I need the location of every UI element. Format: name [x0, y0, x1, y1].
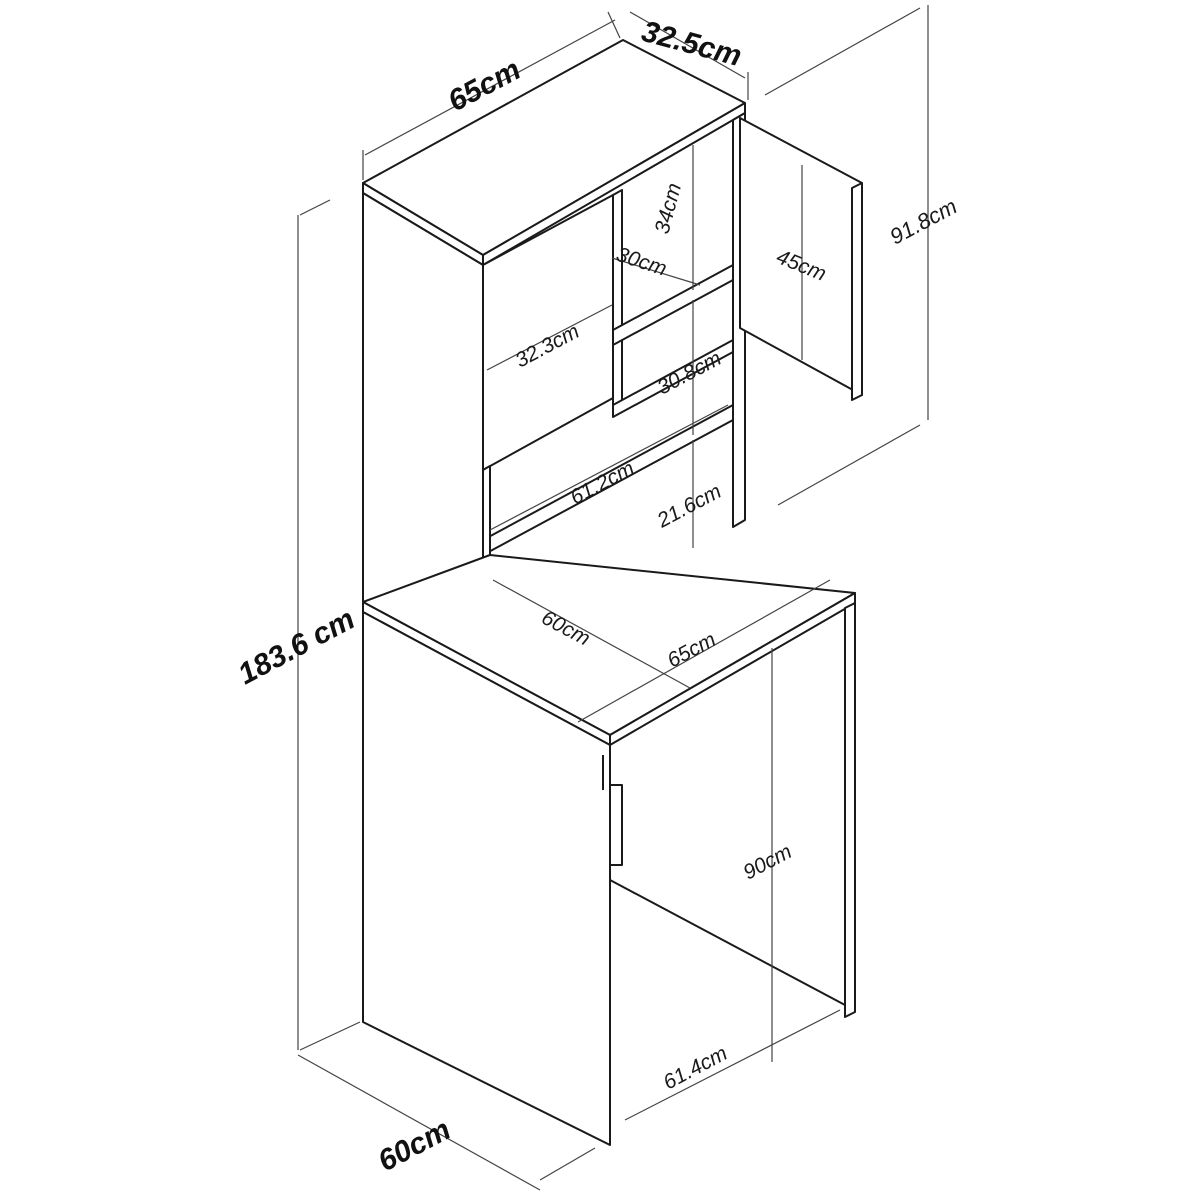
dim-knee-width-line — [624, 1009, 841, 1121]
desk-bracket — [609, 784, 623, 866]
hutch-right-door-edge — [851, 182, 863, 401]
label-shelf-width: 61.2cm — [567, 457, 639, 510]
dim-desk-width-line — [577, 579, 831, 723]
dim-total-height-ext-top — [299, 199, 331, 216]
hutch-left-door — [482, 194, 614, 471]
label-compartment-low: 21.6cm — [653, 480, 725, 533]
dim-total-height-ext-bottom — [299, 1021, 361, 1051]
dim-base-depth-ext — [539, 1147, 596, 1181]
dim-top-width-line — [364, 19, 616, 156]
dim-desk-depth-line — [492, 579, 691, 689]
dim-base-depth-line — [297, 1054, 541, 1191]
dim-inner-depth-line — [611, 257, 701, 286]
desk-bottom-back-edge — [609, 879, 846, 1006]
label-base-depth: 60cm — [373, 1113, 456, 1178]
label-knee-width: 61.4cm — [660, 1042, 732, 1095]
dim-door-width-line — [486, 304, 613, 371]
hutch-center-divider — [612, 189, 623, 414]
label-desk-height: 90cm — [740, 840, 796, 884]
label-compartment-top: 34cm — [651, 181, 687, 237]
dim-top-width-ext-right — [607, 11, 621, 39]
dim-top-depth-line — [629, 11, 746, 79]
dim-upper-height-ext-bottom — [777, 424, 921, 506]
dim-shelf-width-line — [489, 404, 729, 531]
label-upper-height: 91.8cm — [886, 193, 961, 249]
desk-left-panel — [362, 611, 611, 1146]
label-compartment-mid: 30.8cm — [654, 347, 726, 400]
desk-right-panel — [844, 602, 856, 1018]
dim-upper-height-ext-top — [764, 7, 921, 96]
label-total-height: 183.6 cm — [233, 603, 360, 692]
